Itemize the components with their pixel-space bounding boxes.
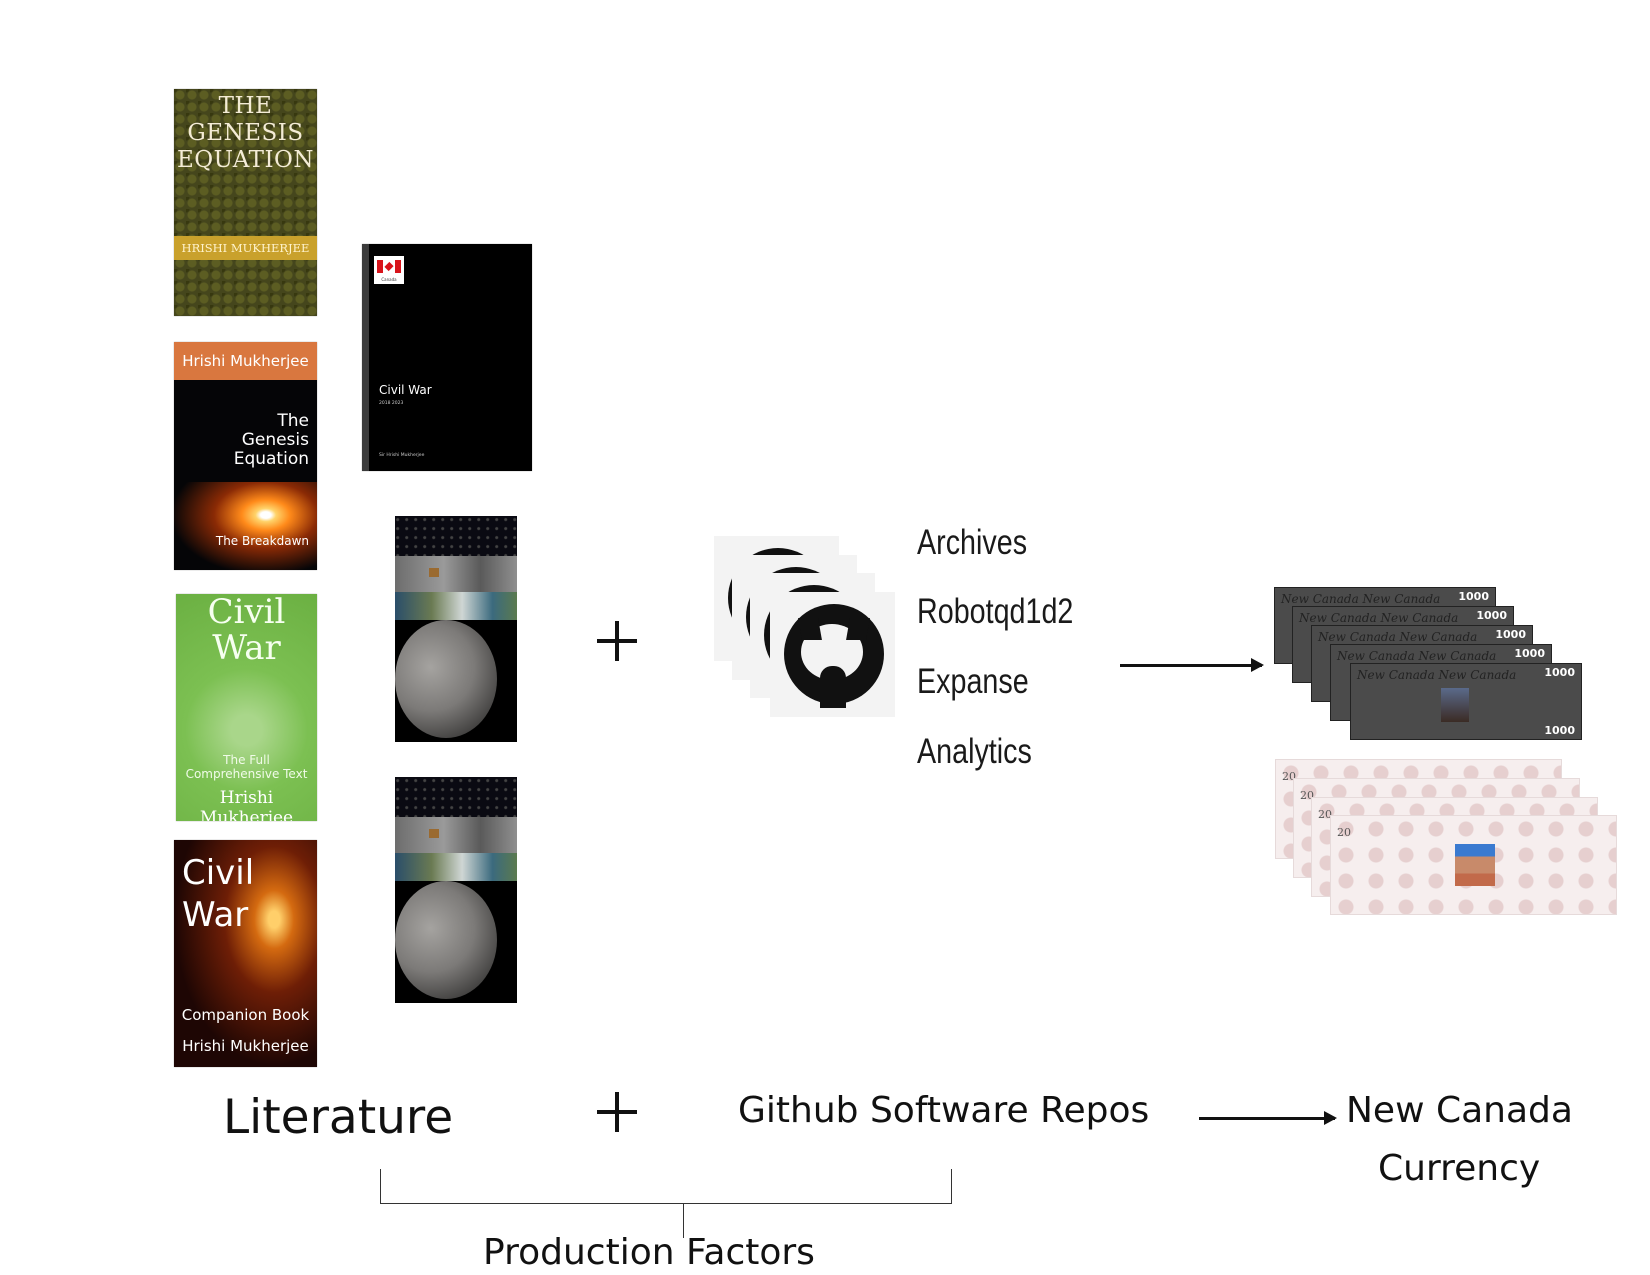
book-cover-moon [395, 777, 517, 1003]
book-title-line: Civil [207, 594, 286, 632]
moon-image [395, 881, 497, 999]
book-subtitle-line: Comprehensive Text [185, 767, 308, 781]
book-cover-civil-war-black: Canada Civil War 2018 2023 Sir Hrishi Mu… [362, 244, 532, 471]
book-author: Hrishi Mukherjee [174, 342, 317, 380]
earth-strip [395, 592, 517, 620]
portrait-image [1455, 844, 1495, 886]
note-text: New Canada New Canada [1299, 611, 1459, 625]
book-author: Hrishi Mukherjee [182, 1037, 309, 1055]
plus-icon [597, 1092, 637, 1132]
book-subtitle: The Breakdawn [215, 534, 309, 548]
book-title: Civil War [379, 383, 432, 397]
book-cover-genesis-equation: THE GENESIS EQUATION HRISHI MUKHERJEE [174, 89, 317, 316]
book-cover-genesis-breakdawn: Hrishi Mukherjee The Genesis Equation Th… [174, 342, 317, 570]
note-text: New Canada New Canada [1281, 592, 1441, 606]
bracket-line [380, 1203, 952, 1204]
note-value: 1000 [1544, 666, 1575, 679]
caption-github-repos: Github Software Repos [738, 1090, 1150, 1131]
book-title-line: War [182, 895, 249, 935]
note-value: 1000 [1544, 724, 1575, 737]
note-text: New Canada New Canada [1357, 668, 1517, 682]
github-icon [770, 592, 895, 717]
book-title-line: War [212, 628, 281, 668]
book-title: Civil War [182, 852, 254, 936]
bracket-left-tick [380, 1169, 381, 1204]
banknote-20: 20 [1330, 815, 1617, 915]
note-value: 1000 [1476, 609, 1507, 622]
caption-currency-line1: New Canada [1346, 1090, 1573, 1131]
repo-label-analytics: Analytics [917, 732, 1032, 771]
terrain-strip [395, 817, 517, 853]
note-text: New Canada New Canada [1318, 630, 1478, 644]
starfield-strip [395, 516, 517, 556]
plus-icon [597, 621, 637, 661]
note-text: New Canada New Canada [1337, 649, 1497, 663]
book-cover-civil-war-companion: Civil War Companion Book Hrishi Mukherje… [174, 840, 317, 1067]
book-title-line: Genesis [241, 430, 309, 450]
bill-value: 20 [1318, 808, 1332, 821]
book-cover-moon [395, 516, 517, 742]
starfield-strip [395, 777, 517, 817]
sunrise-image [174, 482, 317, 570]
book-title-line: Civil [182, 853, 255, 893]
earth-strip [395, 853, 517, 881]
book-title-line: Equation [233, 449, 309, 469]
book-cover-civil-war-full: Civil War The Full Comprehensive Text Hr… [176, 594, 317, 821]
banknote-1000: New Canada New Canada 1000 1000 [1350, 663, 1582, 740]
book-title: The Genesis Equation [234, 412, 309, 469]
repo-label-expanse: Expanse [917, 662, 1029, 701]
moon-image [395, 620, 497, 738]
arrow-right-icon [1199, 1111, 1337, 1125]
note-value: 1000 [1495, 628, 1526, 641]
flag-label: Canada [381, 277, 397, 282]
book-title: THE GENESIS EQUATION [176, 93, 315, 173]
book-title: Civil War [176, 594, 317, 666]
book-subtitle: Companion Book [181, 1006, 310, 1024]
book-author: HRISHI MUKHERJEE [174, 236, 317, 260]
book-subtitle-line: The Full [223, 753, 270, 767]
bill-value: 20 [1282, 770, 1296, 783]
book-author: Hrishi Mukherjee [199, 788, 294, 821]
book-subtitle: The Full Comprehensive Text [176, 753, 317, 781]
canada-flag-icon: Canada [374, 256, 404, 284]
terrain-strip [395, 556, 517, 592]
bill-value: 20 [1337, 826, 1351, 839]
portrait-image [1441, 688, 1469, 722]
note-value: 1000 [1458, 590, 1489, 603]
caption-production-factors: Production Factors [483, 1232, 815, 1273]
caption-literature: Literature [223, 1090, 454, 1145]
note-value: 1000 [1514, 647, 1545, 660]
repo-label-robotqd1d2: Robotqd1d2 [917, 592, 1074, 631]
bracket-right-tick [951, 1169, 952, 1204]
caption-currency-line2: Currency [1378, 1148, 1541, 1189]
arrow-right-icon [1120, 658, 1264, 672]
book-author: Sir Hrishi Mukherjee [379, 453, 425, 458]
book-spine [362, 244, 369, 471]
book-title-line: The [277, 411, 309, 431]
bill-value: 20 [1300, 789, 1314, 802]
repo-label-archives: Archives [917, 523, 1028, 562]
bracket-center-tick [683, 1203, 684, 1238]
book-year: 2018 2023 [379, 401, 404, 406]
